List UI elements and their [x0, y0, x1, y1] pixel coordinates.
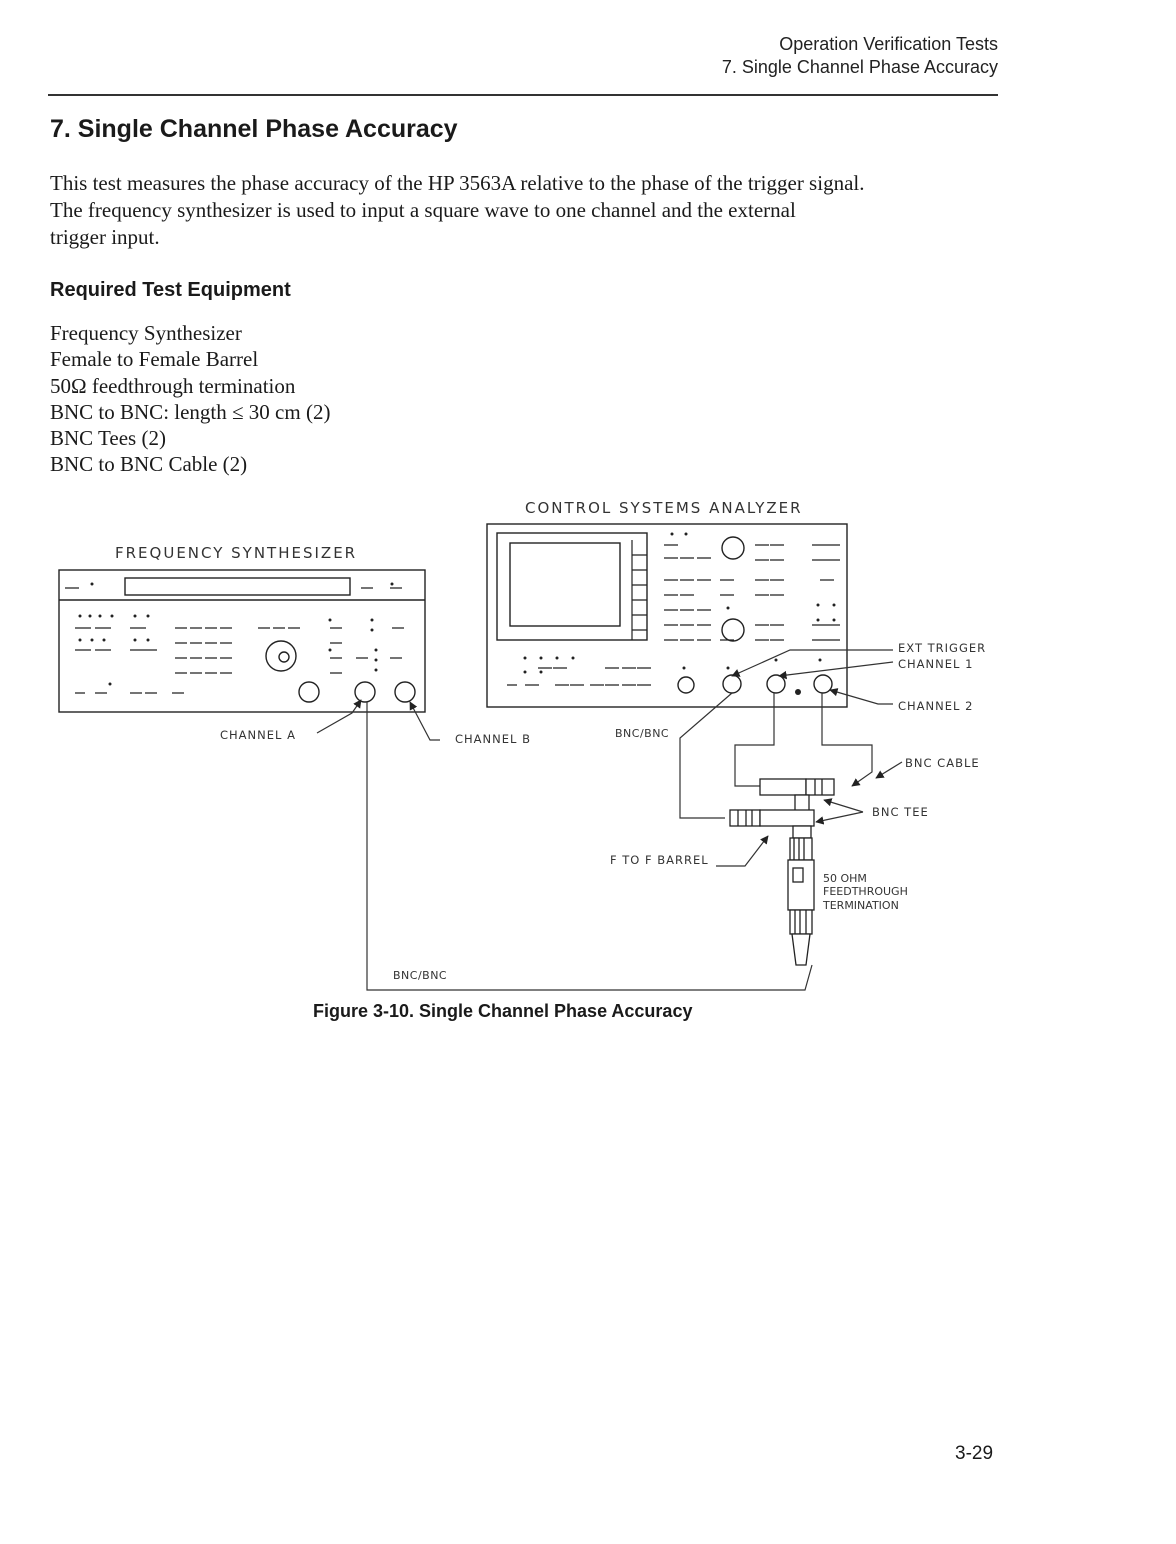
bnc-tee-upper [759, 778, 835, 814]
header-rule [48, 94, 998, 96]
label-ext-trigger: EXT TRIGGER [898, 641, 986, 655]
equipment-item: BNC Tees (2) [50, 426, 166, 451]
analyzer-keypad [507, 540, 840, 686]
synth-title: FREQUENCY SYNTHESIZER [115, 544, 357, 562]
bnc-tee-lower [729, 809, 815, 839]
connection-diagram: CONTROL SYSTEMS ANALYZER [58, 499, 986, 991]
intro-line-1: This test measures the phase accuracy of… [50, 171, 865, 195]
equipment-item: BNC to BNC Cable (2) [50, 452, 248, 477]
intro-paragraph: This test measures the phase accuracy of… [50, 170, 990, 251]
channel-b-connector [394, 681, 416, 703]
label-bnc-bnc-top: BNC/BNC [615, 727, 669, 740]
intro-line-3: trigger input. [50, 225, 160, 249]
analyzer-knob-bottom [721, 618, 745, 642]
channel-a-connector [354, 681, 376, 703]
page-number: 3-29 [955, 1443, 994, 1464]
frequency-synthesizer [58, 569, 426, 713]
label-channel-a: CHANNEL A [220, 728, 296, 742]
figure-caption: Figure 3-10. Single Channel Phase Accura… [313, 1001, 693, 1021]
intro-line-2: The frequency synthesizer is used to inp… [50, 198, 796, 222]
equipment-item: Female to Female Barrel [50, 347, 259, 372]
header-chapter: Operation Verification Tests [779, 34, 998, 54]
label-bnc-bnc-bottom: BNC/BNC [393, 969, 447, 982]
equipment-item: 50Ω feedthrough termination [50, 373, 296, 398]
label-termination-2: FEEDTHROUGH [823, 885, 908, 898]
cables [316, 649, 903, 991]
f-to-f-barrel [789, 837, 813, 861]
label-f-to-f-barrel: F TO F BARREL [610, 853, 709, 867]
synth-keypad [65, 587, 404, 694]
equipment-item: Frequency Synthesizer [50, 321, 242, 345]
ext-trigger-connector [722, 674, 742, 694]
analyzer-knob-top [721, 536, 745, 560]
channel-1-connector [766, 674, 786, 694]
label-termination-3: TERMINATION [822, 899, 899, 912]
label-bnc-cable: BNC CABLE [905, 756, 980, 770]
equipment-item: BNC to BNC: length ≤ 30 cm (2) [50, 399, 331, 424]
equipment-heading: Required Test Equipment [50, 279, 291, 301]
section-title: 7. Single Channel Phase Accuracy [50, 115, 458, 143]
label-channel-2: CHANNEL 2 [898, 699, 973, 713]
feedthrough-termination [787, 859, 815, 966]
analyzer-title: CONTROL SYSTEMS ANALYZER [525, 499, 803, 517]
header-section: 7. Single Channel Phase Accuracy [721, 57, 998, 77]
label-channel-1: CHANNEL 1 [898, 657, 973, 671]
equipment-list: Frequency Synthesizer Female to Female B… [50, 320, 330, 478]
running-header: Operation Verification Tests 7. Single C… [722, 33, 998, 79]
synth-knob [265, 640, 297, 672]
label-bnc-tee: BNC TEE [872, 805, 929, 819]
channel-2-connector [813, 674, 833, 694]
label-channel-b: CHANNEL B [455, 732, 531, 746]
label-termination-1: 50 OHM [823, 872, 867, 885]
control-systems-analyzer [486, 523, 848, 708]
